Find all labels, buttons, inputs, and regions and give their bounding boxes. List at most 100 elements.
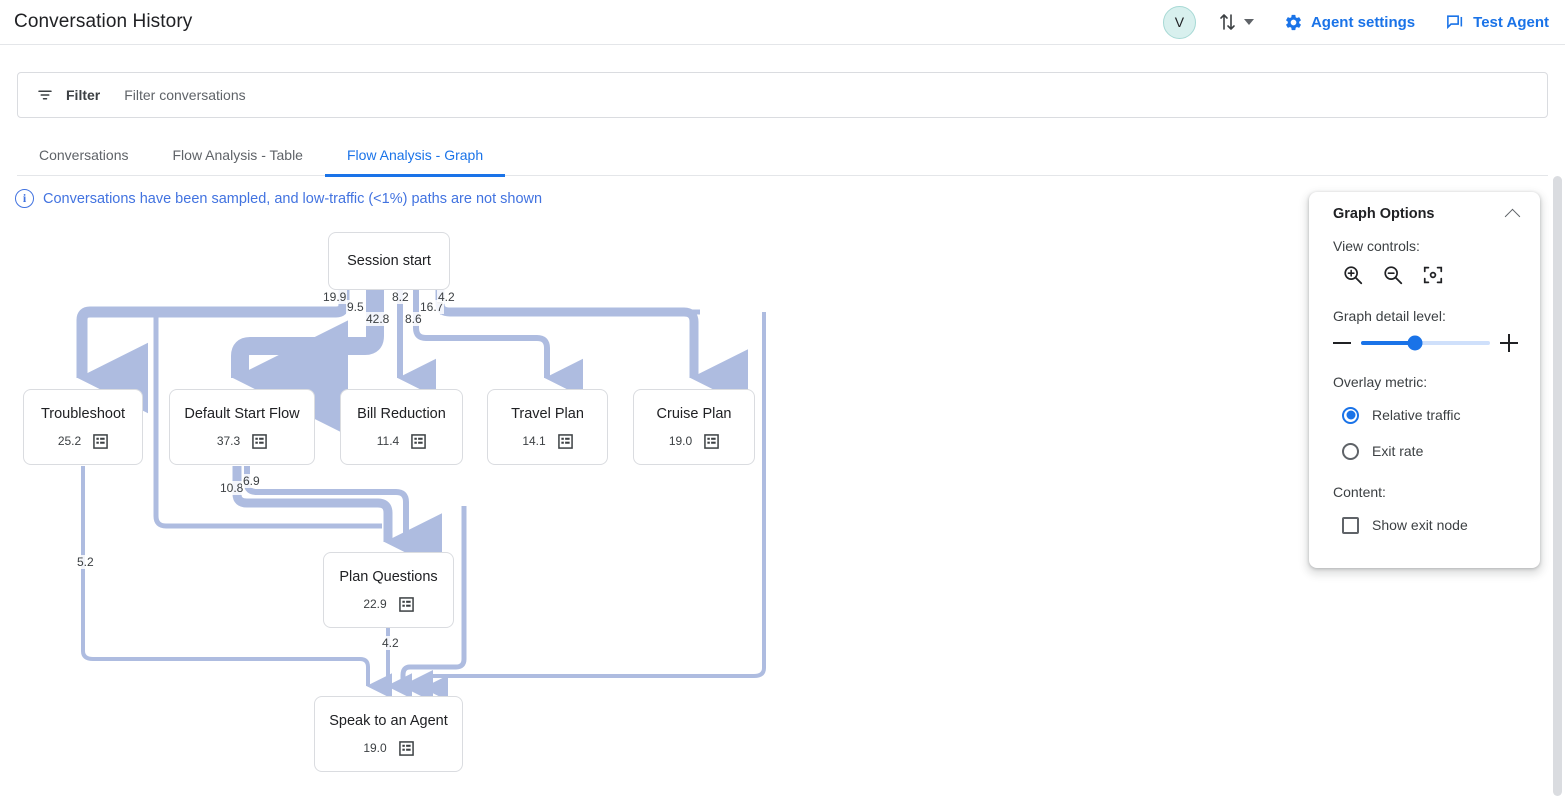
filter-icon: [38, 90, 52, 100]
tab-conversations[interactable]: Conversations: [17, 134, 151, 176]
info-icon: i: [15, 189, 34, 208]
top-bar: Conversation History V Agent settings Te…: [0, 0, 1565, 45]
view-controls: [1333, 264, 1518, 286]
edge-label: 19.9: [322, 290, 348, 304]
radio-indicator[interactable]: [1342, 406, 1359, 424]
filter-bar[interactable]: Filter: [17, 72, 1548, 118]
edge-label: 42.8: [365, 312, 391, 326]
edge-label: 9.5: [346, 300, 365, 314]
node-value: 11.4: [376, 434, 400, 448]
graph-node-bill-reduction[interactable]: Bill Reduction 11.4: [340, 389, 463, 465]
radio-indicator[interactable]: [1342, 442, 1359, 460]
tab-flow-analysis-table[interactable]: Flow Analysis - Table: [151, 134, 325, 176]
top-bar-actions: V Agent settings Test Agent: [1162, 0, 1565, 44]
edge-label: 5.2: [76, 555, 95, 569]
checkbox-label: Show exit node: [1372, 517, 1468, 533]
chevron-down-icon: [1243, 19, 1254, 25]
chat-bubble-icon: [1447, 14, 1463, 29]
graph-node-cruise-plan[interactable]: Cruise Plan 19.0: [633, 389, 755, 465]
list-icon[interactable]: [398, 740, 414, 756]
sort-control[interactable]: [1218, 11, 1254, 33]
node-meta: 22.9: [363, 596, 414, 612]
node-meta: 37.3: [216, 433, 267, 449]
node-meta: 19.0: [363, 740, 414, 756]
search-input[interactable]: [122, 86, 1529, 104]
fit-to-screen-icon[interactable]: [1422, 264, 1444, 286]
graph-node-travel-plan[interactable]: Travel Plan 14.1: [487, 389, 608, 465]
agent-settings-button[interactable]: Agent settings: [1284, 13, 1415, 32]
list-icon[interactable]: [411, 433, 427, 449]
node-label: Cruise Plan: [656, 405, 732, 422]
edge-label: 6.9: [242, 474, 261, 488]
slider-fill: [1361, 341, 1416, 345]
zoom-out-icon[interactable]: [1382, 264, 1404, 286]
zoom-in-icon[interactable]: [1342, 264, 1364, 286]
list-icon[interactable]: [252, 433, 267, 449]
checkbox-indicator[interactable]: [1342, 516, 1359, 534]
node-value: 19.0: [363, 741, 387, 755]
sampling-notice: i Conversations have been sampled, and l…: [15, 189, 542, 208]
edge-label: 4.2: [437, 290, 456, 304]
increase-detail-button[interactable]: [1500, 334, 1518, 352]
page-title: Conversation History: [14, 11, 193, 32]
node-label: Default Start Flow: [184, 405, 300, 422]
tab-label: Flow Analysis - Table: [172, 147, 303, 163]
avatar[interactable]: V: [1162, 5, 1196, 39]
chevron-up-icon[interactable]: [1504, 208, 1521, 224]
node-value: 19.0: [668, 434, 693, 448]
node-value: 22.9: [363, 597, 387, 611]
flow-graph-edges: [76, 290, 766, 702]
detail-level-label: Graph detail level:: [1333, 308, 1446, 324]
sampling-notice-text: Conversations have been sampled, and low…: [43, 190, 543, 207]
avatar-initial: V: [1174, 14, 1185, 30]
node-value: 14.1: [522, 434, 546, 448]
node-label: Session start: [347, 253, 431, 269]
flow-graph-canvas[interactable]: Session start Troubleshoot 25.2 Default …: [0, 216, 1548, 798]
tab-flow-analysis-graph[interactable]: Flow Analysis - Graph: [324, 134, 506, 177]
detail-level-slider-row: [1333, 334, 1518, 352]
node-meta: 14.1: [522, 433, 573, 449]
edge-label: 8.6: [404, 312, 423, 326]
list-icon[interactable]: [93, 433, 108, 449]
radio-relative-traffic[interactable]: Relative traffic: [1333, 400, 1518, 430]
graph-node-session-start[interactable]: Session start: [328, 232, 450, 290]
test-agent-button[interactable]: Test Agent: [1445, 13, 1549, 32]
tab-bar: Conversations Flow Analysis - Table Flow…: [17, 134, 1548, 177]
node-value: 37.3: [216, 434, 241, 448]
checkbox-show-exit-node[interactable]: Show exit node: [1333, 510, 1518, 540]
vertical-scrollbar[interactable]: [1553, 176, 1562, 796]
detail-level-slider[interactable]: [1361, 335, 1490, 351]
node-label: Travel Plan: [511, 405, 584, 422]
list-icon[interactable]: [704, 433, 719, 449]
radio-label: Relative traffic: [1372, 407, 1461, 423]
decrease-detail-button[interactable]: [1333, 334, 1351, 352]
graph-options-title: Graph Options: [1333, 206, 1435, 222]
slider-thumb[interactable]: [1407, 335, 1423, 351]
tab-label: Flow Analysis - Graph: [346, 147, 484, 163]
edge-label: 10.8: [219, 481, 245, 495]
radio-exit-rate[interactable]: Exit rate: [1333, 436, 1518, 466]
view-controls-label: View controls:: [1333, 238, 1420, 254]
node-value: 25.2: [57, 434, 82, 448]
list-icon[interactable]: [398, 596, 414, 612]
filter-label: Filter: [66, 87, 101, 103]
graph-node-troubleshoot[interactable]: Troubleshoot 25.2: [23, 389, 143, 465]
node-label: Speak to an Agent: [329, 712, 448, 729]
graph-options-header[interactable]: Graph Options: [1333, 206, 1521, 224]
graph-node-plan-questions[interactable]: Plan Questions 22.9: [323, 552, 454, 628]
tab-label: Conversations: [39, 147, 129, 163]
graph-node-speak-to-an-agent[interactable]: Speak to an Agent 19.0: [314, 696, 463, 772]
node-meta: 19.0: [668, 433, 719, 449]
test-agent-label: Test Agent: [1473, 13, 1549, 31]
graph-options-panel: Graph Options View controls: Graph detai…: [1309, 192, 1540, 568]
node-meta: 25.2: [57, 433, 108, 449]
gear-icon: [1286, 14, 1301, 30]
node-label: Troubleshoot: [40, 405, 126, 422]
agent-settings-label: Agent settings: [1310, 13, 1416, 31]
node-label: Bill Reduction: [357, 405, 446, 422]
content-label: Content:: [1333, 484, 1386, 500]
node-label: Plan Questions: [339, 568, 438, 585]
list-icon[interactable]: [557, 433, 573, 449]
graph-node-default-start-flow[interactable]: Default Start Flow 37.3: [169, 389, 315, 465]
sort-arrows-icon: [1220, 14, 1235, 30]
